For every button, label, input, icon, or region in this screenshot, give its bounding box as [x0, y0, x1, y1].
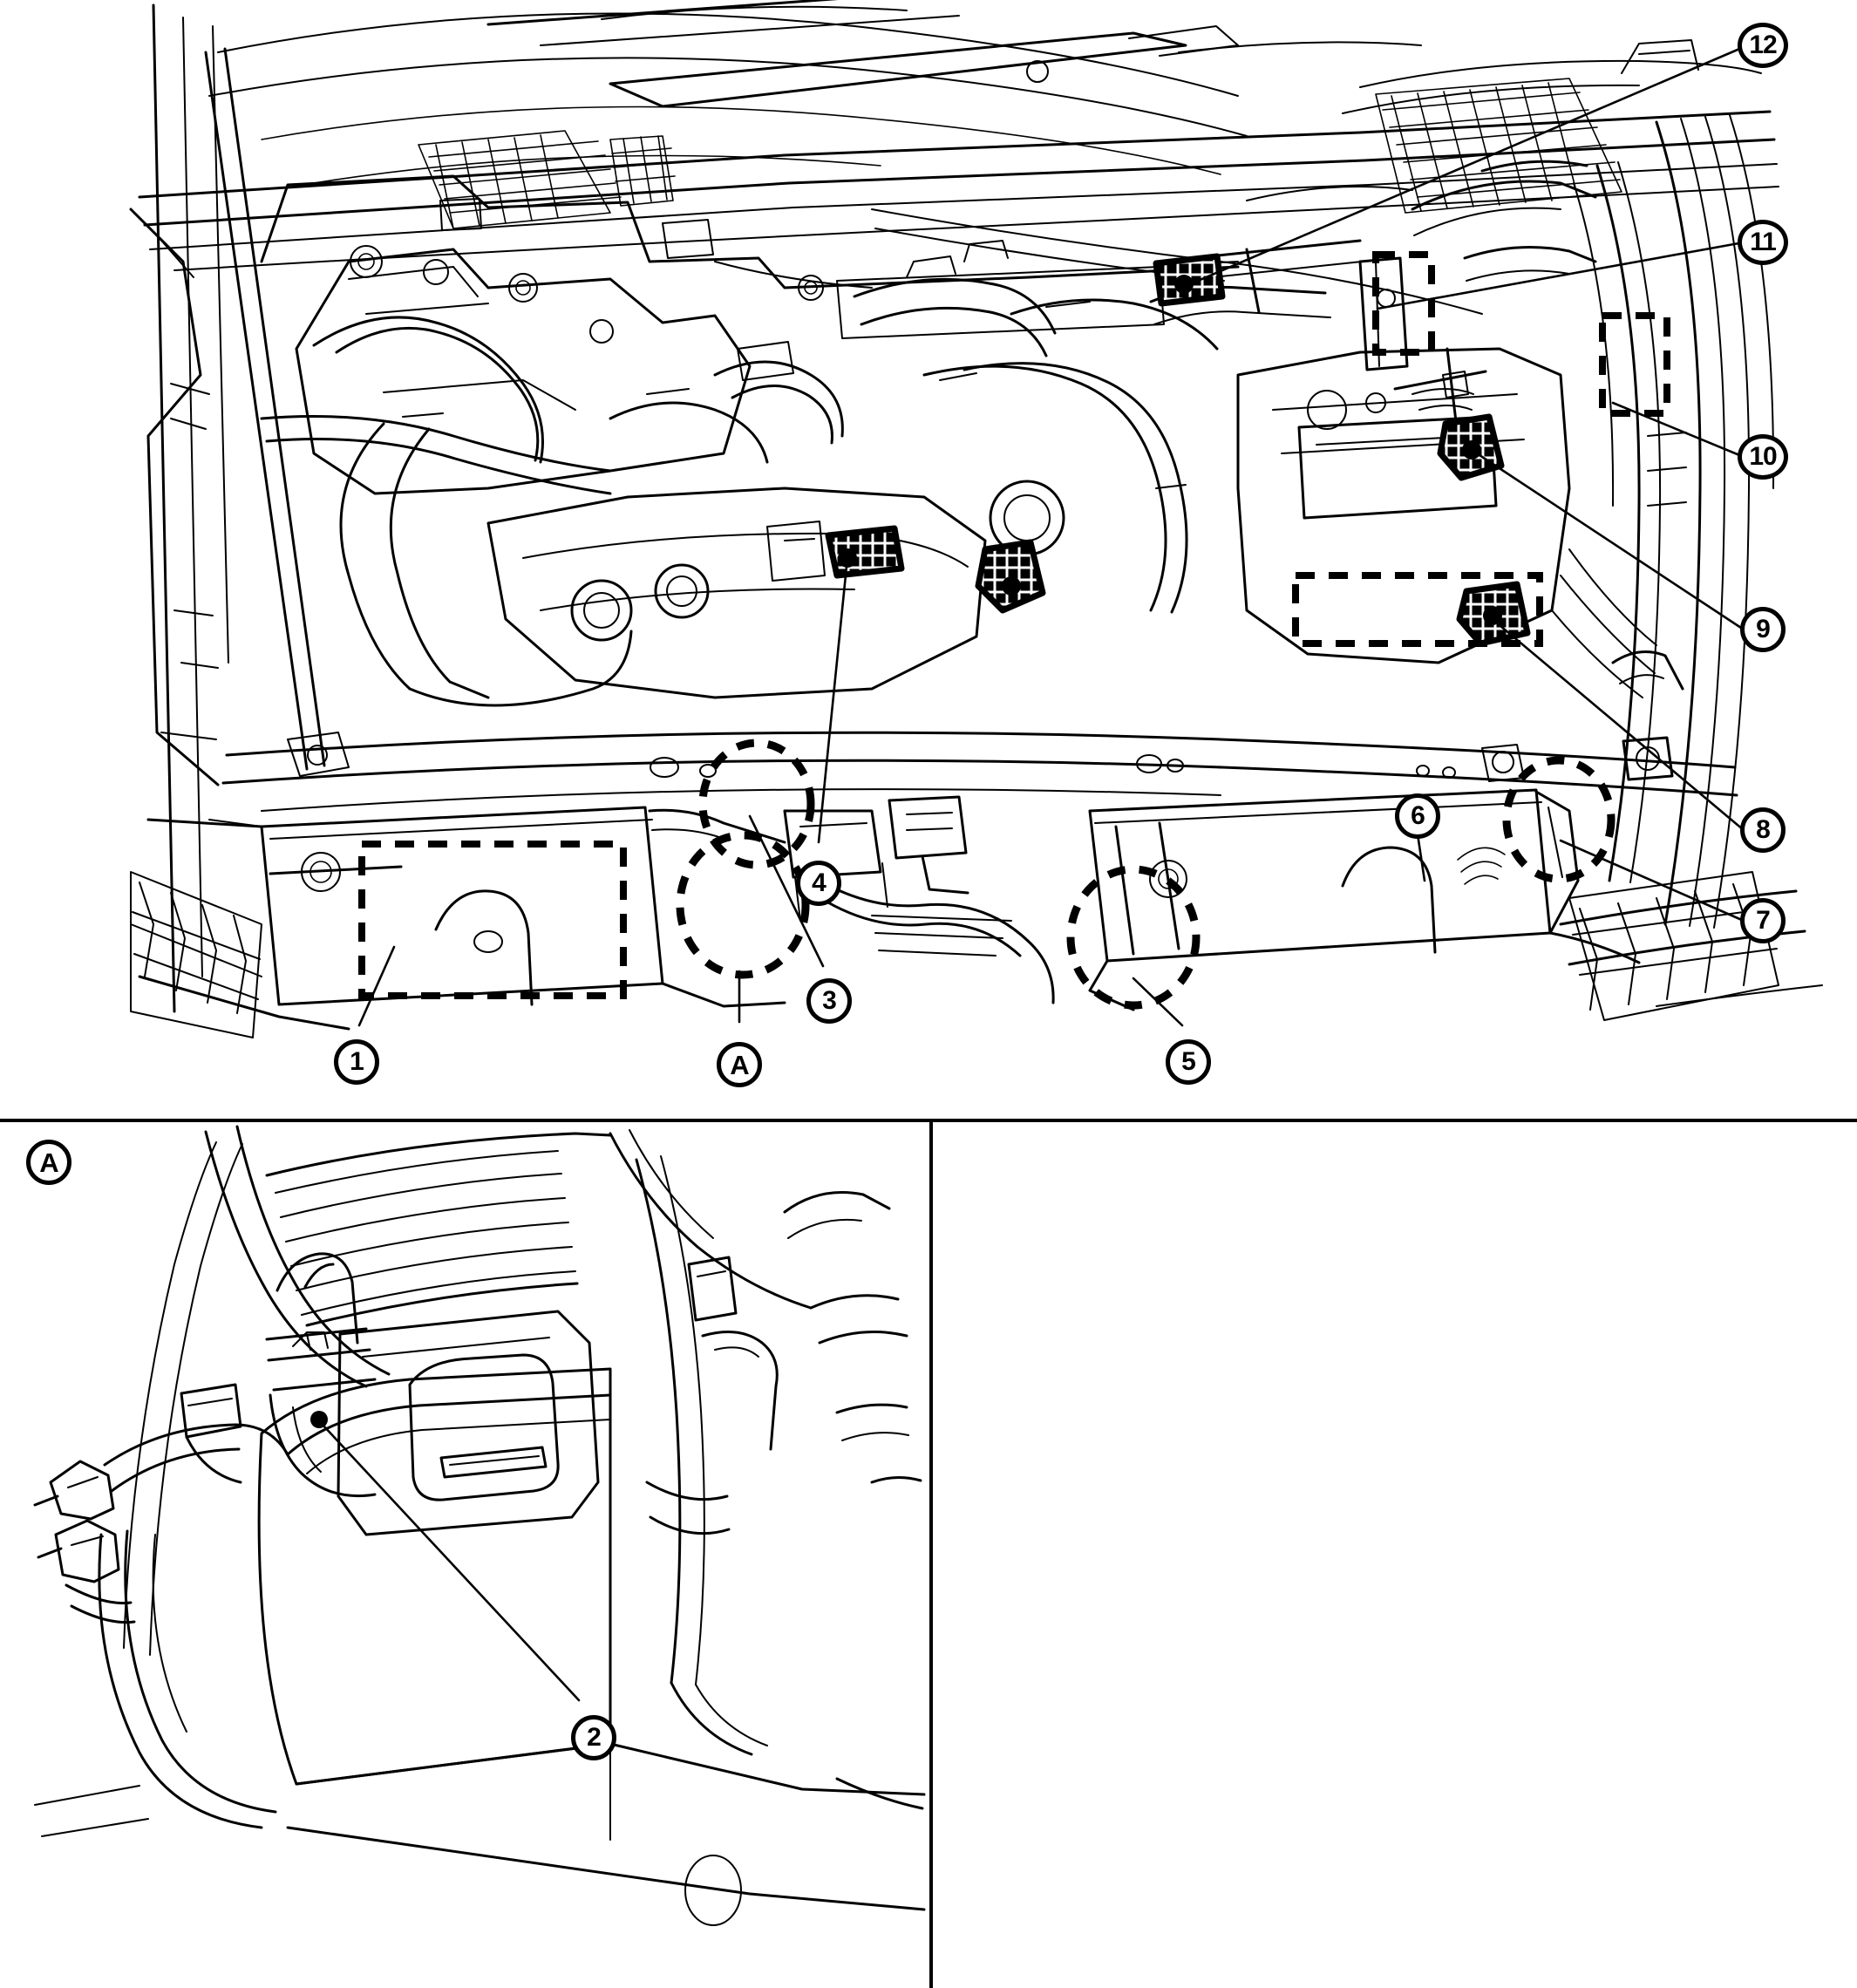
callout-4[interactable]: 4 — [796, 861, 841, 906]
callout-1[interactable]: 1 — [334, 1039, 379, 1085]
leader-lines — [357, 45, 1745, 1027]
dashed-region-a — [676, 831, 810, 979]
callout-9[interactable]: 9 — [1740, 607, 1786, 652]
callout-7[interactable]: 7 — [1740, 898, 1786, 943]
callout-6[interactable]: 6 — [1395, 793, 1440, 839]
callout-3[interactable]: 3 — [806, 978, 852, 1024]
harness-clip-marker — [975, 539, 1046, 614]
callout-2[interactable]: 2 — [571, 1715, 616, 1760]
detail-panel-label-a: A — [26, 1140, 71, 1185]
harness-clip-marker — [1153, 253, 1226, 307]
dashed-region-7 — [1502, 756, 1616, 883]
dashed-region-1 — [358, 841, 627, 999]
callout-11[interactable]: 11 — [1738, 220, 1788, 265]
callout-8[interactable]: 8 — [1740, 807, 1786, 853]
dashed-region-12 — [1292, 572, 1543, 647]
dashed-region-3 — [698, 739, 815, 869]
callout-12[interactable]: 12 — [1738, 23, 1788, 68]
engine-bay-artwork — [129, 0, 1823, 1038]
callout-10[interactable]: 10 — [1738, 434, 1788, 480]
harness-clip-marker — [1456, 581, 1531, 647]
dashed-region-10 — [1599, 312, 1670, 417]
dashed-region-5 — [1066, 865, 1201, 1010]
detail-a-artwork — [33, 1125, 926, 1926]
callout-5[interactable]: 5 — [1166, 1039, 1211, 1085]
section-marker-a-top[interactable]: A — [717, 1042, 762, 1087]
dashed-region-11 — [1372, 251, 1435, 356]
harness-clip-marker — [1437, 413, 1505, 481]
panel-dividers — [0, 1119, 1857, 1988]
harness-clip-marker — [825, 525, 905, 579]
